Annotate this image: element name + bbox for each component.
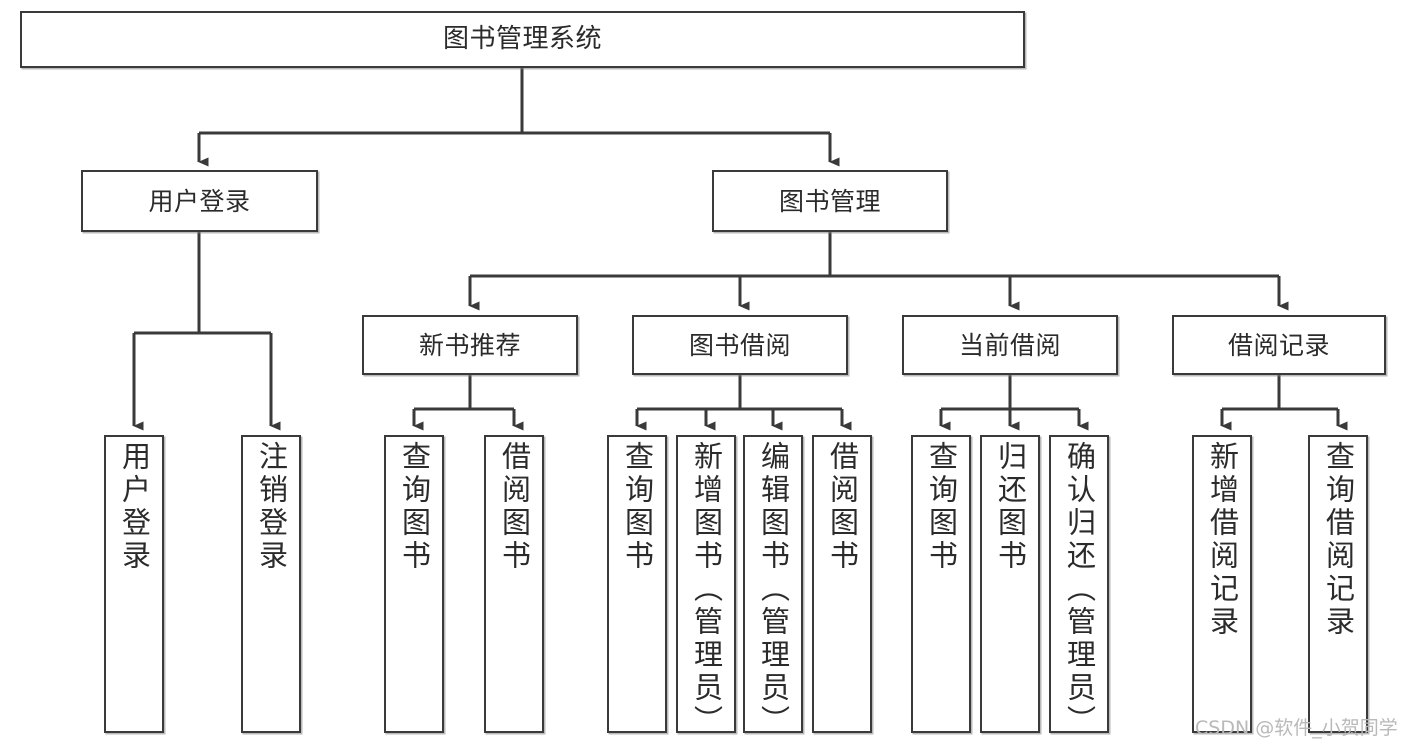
node-current-borrow[interactable]: 当前借阅	[902, 315, 1118, 375]
node-leaf-logout[interactable]: 注销登录	[241, 435, 301, 733]
node-label: 用户登录	[148, 186, 251, 216]
node-label: 图书管理系统	[442, 24, 602, 55]
node-leaf-edit-book-admin[interactable]: 编辑图书（管理员）	[743, 435, 803, 738]
node-leaf-query-book-recommend[interactable]: 查询图书	[384, 435, 444, 733]
node-leaf-borrow-book-recommend[interactable]: 借阅图书	[484, 435, 544, 733]
node-label: 用户登录	[117, 441, 152, 573]
node-leaf-add-borrow-record[interactable]: 新增借阅记录	[1192, 435, 1252, 733]
node-leaf-user-login[interactable]: 用户登录	[104, 435, 164, 733]
node-label: 查询图书	[397, 441, 432, 573]
node-leaf-borrow-book[interactable]: 借阅图书	[812, 435, 872, 733]
node-leaf-query-book-current[interactable]: 查询图书	[911, 435, 971, 733]
node-label: 新增借阅记录	[1205, 441, 1240, 639]
node-label: 注销登录	[254, 441, 289, 573]
node-label: 当前借阅	[958, 330, 1061, 360]
node-leaf-add-book-admin[interactable]: 新增图书（管理员）	[676, 435, 736, 738]
node-label: 借阅记录	[1227, 330, 1330, 360]
node-borrow-record[interactable]: 借阅记录	[1172, 315, 1386, 375]
node-leaf-confirm-return-admin[interactable]: 确认归还（管理员）	[1049, 435, 1109, 738]
node-user-login[interactable]: 用户登录	[81, 170, 318, 232]
node-label: 新书推荐	[418, 330, 521, 360]
node-leaf-query-borrow-record[interactable]: 查询借阅记录	[1308, 435, 1368, 733]
node-book-borrow[interactable]: 图书借阅	[632, 315, 848, 375]
node-label: 查询图书	[924, 441, 959, 573]
node-label: 借阅图书	[497, 441, 532, 573]
node-leaf-return-book[interactable]: 归还图书	[980, 435, 1040, 733]
node-label: 确认归还（管理员）	[1062, 441, 1097, 738]
node-book-management[interactable]: 图书管理	[712, 170, 948, 232]
node-new-book-recommend[interactable]: 新书推荐	[362, 315, 578, 375]
csdn-watermark: CSDN @软件_小贺同学	[1195, 717, 1398, 739]
node-label: 查询图书	[620, 441, 655, 573]
node-label: 新增图书（管理员）	[689, 441, 724, 738]
node-root-system[interactable]: 图书管理系统	[20, 11, 1025, 68]
node-label: 借阅图书	[825, 441, 860, 573]
node-label: 归还图书	[993, 441, 1028, 573]
node-label: 图书借阅	[688, 330, 791, 360]
node-label: 图书管理	[778, 186, 881, 216]
node-label: 查询借阅记录	[1321, 441, 1356, 639]
node-label: 编辑图书（管理员）	[756, 441, 791, 738]
node-leaf-query-book[interactable]: 查询图书	[607, 435, 667, 733]
